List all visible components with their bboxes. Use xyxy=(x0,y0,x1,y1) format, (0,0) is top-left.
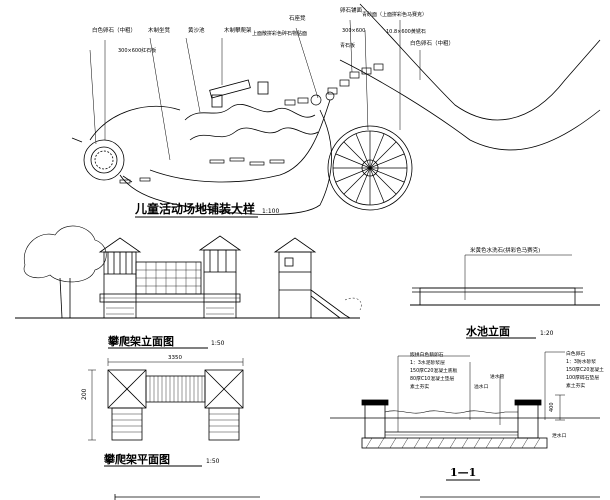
climbing-plan-scale: 1:50 xyxy=(206,458,220,465)
section-note-right-3: 150厚C20混凝土 xyxy=(566,366,604,373)
section-note-right-5: 素土夯实 xyxy=(566,382,585,389)
callout-pebble: 白色卵石（中粗） xyxy=(92,26,136,34)
callout-sandpit: 黄沙池 xyxy=(188,26,205,34)
climbing-frame-elevation xyxy=(15,225,362,319)
climbing-elev-title: 攀爬架立面图 xyxy=(107,334,174,348)
plan-callouts: 白色卵石（中粗） 木制坐凳 黄沙池 木制攀爬架 石座凳 卵石铺面 青砂面（上面拼… xyxy=(92,6,454,218)
section-note-right-2: 1：3防水砂浆 xyxy=(566,358,596,365)
climbing-plan-dim-h: 3350 xyxy=(168,355,182,361)
pool-elevation xyxy=(410,254,600,306)
callout-yellow-stone: 10.8×600黄锈石 xyxy=(386,28,426,35)
pool-elev-callout: 米黄色水洗石(拼彩色马赛克) xyxy=(470,246,540,254)
section-note-inlet: 进水管 xyxy=(490,373,505,380)
climbing-plan-dim-v: 200 xyxy=(81,388,88,400)
plan-title: 儿童活动场地铺装大样 xyxy=(134,201,255,216)
section-note-left-5: 素土夯实 xyxy=(410,383,429,390)
callout-pebble-right: 白色卵石（中粗） xyxy=(410,39,454,47)
frame-fragments xyxy=(114,494,600,500)
climbing-elev-title-group: 攀爬架立面图 1:50 xyxy=(107,334,225,349)
section-drain: 泄水口 xyxy=(552,432,567,439)
pool-elev-title: 水池立面 xyxy=(466,324,510,338)
callout-size: 300×600 xyxy=(342,28,365,34)
callout-pebble-paving: 卵石铺面 xyxy=(340,6,363,14)
callout-mosaic: 青砂面（上面拼彩色马赛克） xyxy=(362,11,427,18)
climbing-plan-labels: 200 3350 攀爬架平面图 1:50 xyxy=(81,355,220,467)
callout-wood-bench: 木制坐凳 xyxy=(148,26,171,34)
section-note-right-4: 100厚碎石垫层 xyxy=(566,374,599,381)
climbing-elev-scale: 1:50 xyxy=(211,340,225,347)
plan-paving-detail xyxy=(71,3,601,215)
climbing-plan-title: 攀爬架平面图 xyxy=(103,452,170,466)
callout-red-slab: 300×600红石板 xyxy=(118,47,156,54)
section-title: 1—1 xyxy=(450,466,476,479)
section-note-left-4: 80厚C10混凝土垫层 xyxy=(410,375,455,382)
callout-gravel-finish: 上面散拼彩色碎石物贴面 xyxy=(252,30,307,37)
climbing-frame-plan xyxy=(88,358,244,441)
pool-elev-scale: 1:20 xyxy=(540,330,554,337)
callout-bluestone: 青石板 xyxy=(340,42,355,49)
section-note-left-3: 150厚C20混凝土底板 xyxy=(410,367,458,374)
section-note-right-1: 白色卵石 xyxy=(566,350,585,357)
section-dim: 400 xyxy=(549,402,555,412)
section-note-overflow: 溢水口 xyxy=(474,383,489,390)
section-note-left-2: 1：3水泥砂浆层 xyxy=(410,359,445,366)
section-labels: 嵌拼白色鹅卵石 1：3水泥砂浆层 150厚C20混凝土底板 80厚C10混凝土垫… xyxy=(410,350,604,481)
callout-stone-bench: 石座凳 xyxy=(289,14,306,22)
callout-climbing-frame: 木制攀爬架 xyxy=(224,26,252,34)
plan-scale: 1:100 xyxy=(262,208,279,215)
pool-elev-labels: 米黄色水洗石(拼彩色马赛克) 水池立面 1:20 xyxy=(466,246,554,339)
pool-section xyxy=(330,351,600,449)
section-note-left-1: 嵌拼白色鹅卵石 xyxy=(410,351,444,358)
